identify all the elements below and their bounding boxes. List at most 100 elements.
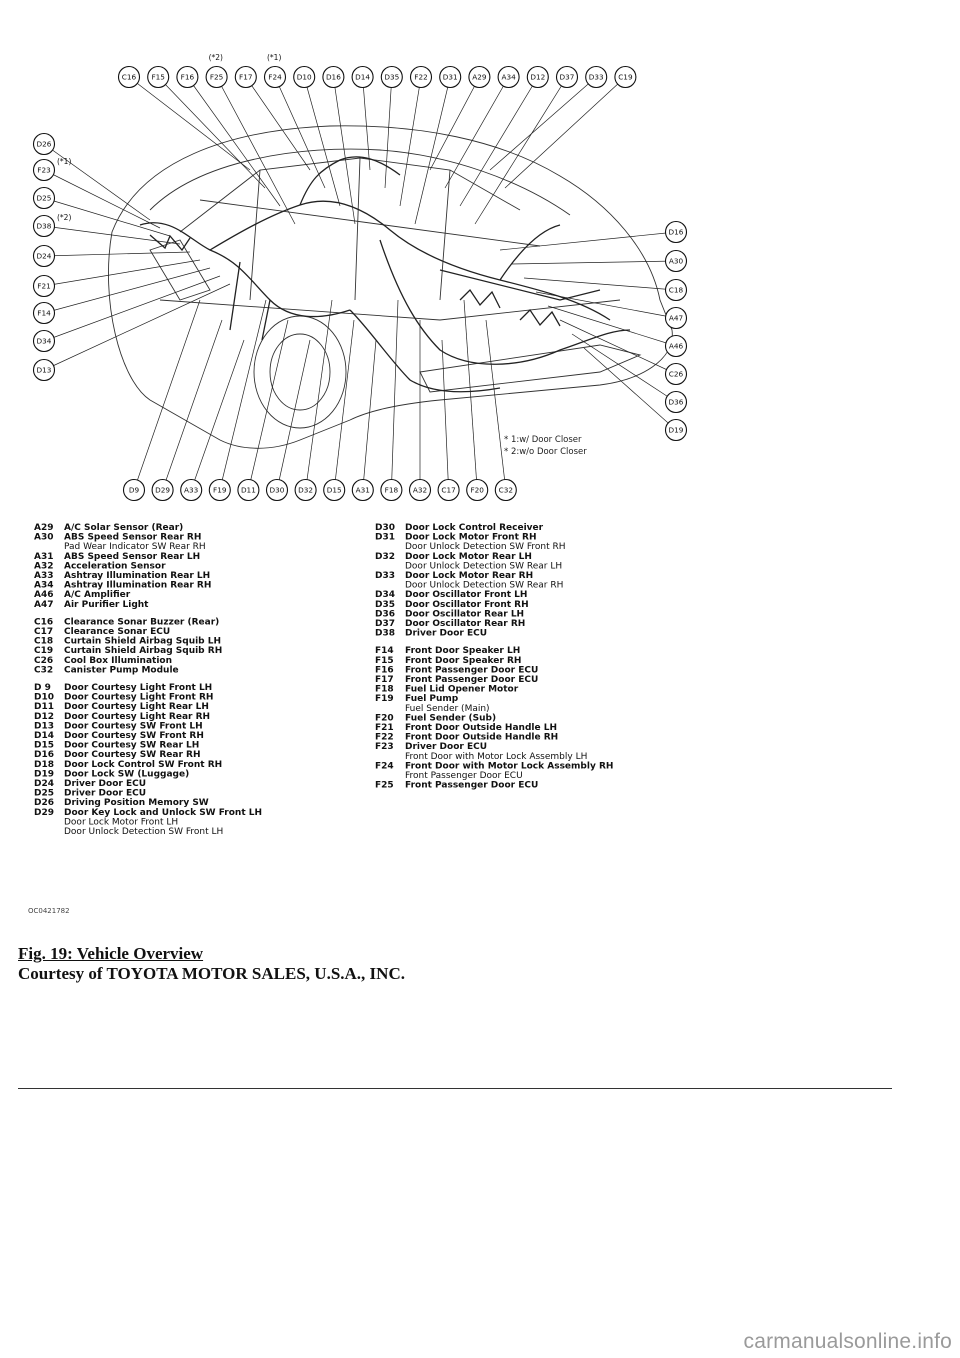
callout-right-d36: D36	[664, 390, 688, 414]
legend-description: Door Lock Motor Rear LH	[405, 552, 532, 562]
leader-line	[248, 319, 289, 491]
legend-code: D24	[34, 779, 54, 789]
callout-right-c18: C18	[664, 278, 688, 302]
legend-description: Driving Position Memory SW	[64, 798, 209, 808]
legend-code: D29	[34, 808, 54, 818]
callout-top-f24: F24	[263, 65, 287, 89]
callout-right-d16: D16	[664, 220, 688, 244]
legend-description: Fuel Sender (Sub)	[405, 713, 496, 723]
legend-description: Door Courtesy SW Front RH	[64, 731, 204, 741]
callout-top-d31: D31	[439, 65, 462, 89]
leader-line	[219, 299, 267, 491]
legend-description: Door Oscillator Front LH	[405, 590, 527, 600]
callout-circle	[664, 390, 688, 414]
legend-description: Air Purifier Light	[64, 600, 149, 610]
callout-bottom-d11: D11	[237, 478, 260, 502]
legend-description: Door Lock SW (Luggage)	[64, 769, 189, 779]
figure-caption: Fig. 19: Vehicle Overview Courtesy of TO…	[18, 944, 405, 984]
callout-right-a47: A47	[664, 306, 688, 330]
callout-label: D11	[241, 486, 256, 495]
leader-line	[43, 275, 221, 342]
callout-circle	[293, 65, 316, 89]
leader-line	[362, 339, 377, 491]
callout-bottom-a32: A32	[408, 478, 432, 502]
legend-description: Pad Wear Indicator SW Rear RH	[64, 542, 206, 552]
legend-entry-d30: D30 Door Lock Control Receiver	[375, 523, 544, 533]
callout-label: C18	[669, 286, 684, 295]
callout-right-a46: A46	[664, 334, 688, 358]
legend-code: D30	[375, 523, 395, 533]
callout-left-f21: F21	[32, 274, 56, 298]
callout-circle	[468, 65, 491, 89]
callout-bottom-f20: F20	[466, 478, 489, 502]
callout-circle	[585, 65, 608, 89]
leader-line	[504, 76, 626, 189]
legend-description: Fuel Pump	[405, 694, 459, 704]
leader-line	[43, 197, 171, 237]
legend-code: A33	[34, 571, 54, 581]
car-body-illustration	[108, 125, 673, 449]
callout-circle	[323, 478, 346, 502]
callout-circle	[32, 158, 56, 182]
callout-label: F23	[37, 166, 51, 175]
legend-description: Door Unlock Detection SW Front LH	[64, 827, 223, 837]
callout-left-d24: D24	[32, 244, 56, 268]
callout-circle	[180, 478, 203, 502]
callout-bottom-a31: A31	[351, 478, 374, 502]
callout-label: D32	[298, 486, 313, 495]
callout-circle	[147, 65, 170, 89]
callout-label: D35	[384, 73, 399, 82]
callout-label: D36	[669, 398, 684, 407]
callout-right-c26: C26	[664, 362, 688, 386]
legend-description: Door Oscillator Front RH	[405, 600, 529, 610]
callout-label: D26	[37, 140, 52, 149]
legend-code: F22	[375, 733, 394, 743]
legend-description: Door Courtesy Light Front RH	[64, 693, 213, 703]
callout-top-f25: F25	[205, 65, 228, 89]
legend-code: F21	[375, 723, 394, 733]
callout-circle	[32, 301, 56, 325]
callout-label: D9	[129, 486, 140, 495]
callout-bottom-f18: F18	[380, 478, 403, 502]
callout-bottom-d32: D32	[294, 478, 317, 502]
callout-left-d26: D26	[32, 132, 56, 156]
callout-circle	[380, 65, 403, 89]
callout-label: F14	[37, 309, 51, 318]
leader-line	[463, 299, 478, 491]
legend-code: F16	[375, 665, 394, 675]
callout-circle	[176, 65, 199, 89]
legend-description: Clearance Sonar Buzzer (Rear)	[64, 617, 219, 627]
legend-code: F24	[375, 761, 394, 771]
callout-label: F15	[151, 73, 164, 82]
legend-code: D12	[34, 712, 54, 722]
legend-code: D33	[375, 571, 395, 581]
leader-line	[157, 76, 266, 189]
legend-description: Door Oscillator Rear LH	[405, 609, 524, 619]
legend-description: Door Lock Control Receiver	[405, 523, 544, 533]
leader-line	[523, 277, 677, 291]
callout-label: F20	[470, 486, 484, 495]
leader-line	[187, 76, 281, 207]
callout-label: A31	[356, 486, 370, 495]
leader-line	[128, 76, 251, 171]
leader-line	[274, 76, 326, 189]
left-tag-door-closer-1: (*1)	[57, 157, 71, 166]
callout-label: D30	[270, 486, 285, 495]
callout-circle	[409, 65, 433, 89]
leader-line	[245, 76, 311, 171]
